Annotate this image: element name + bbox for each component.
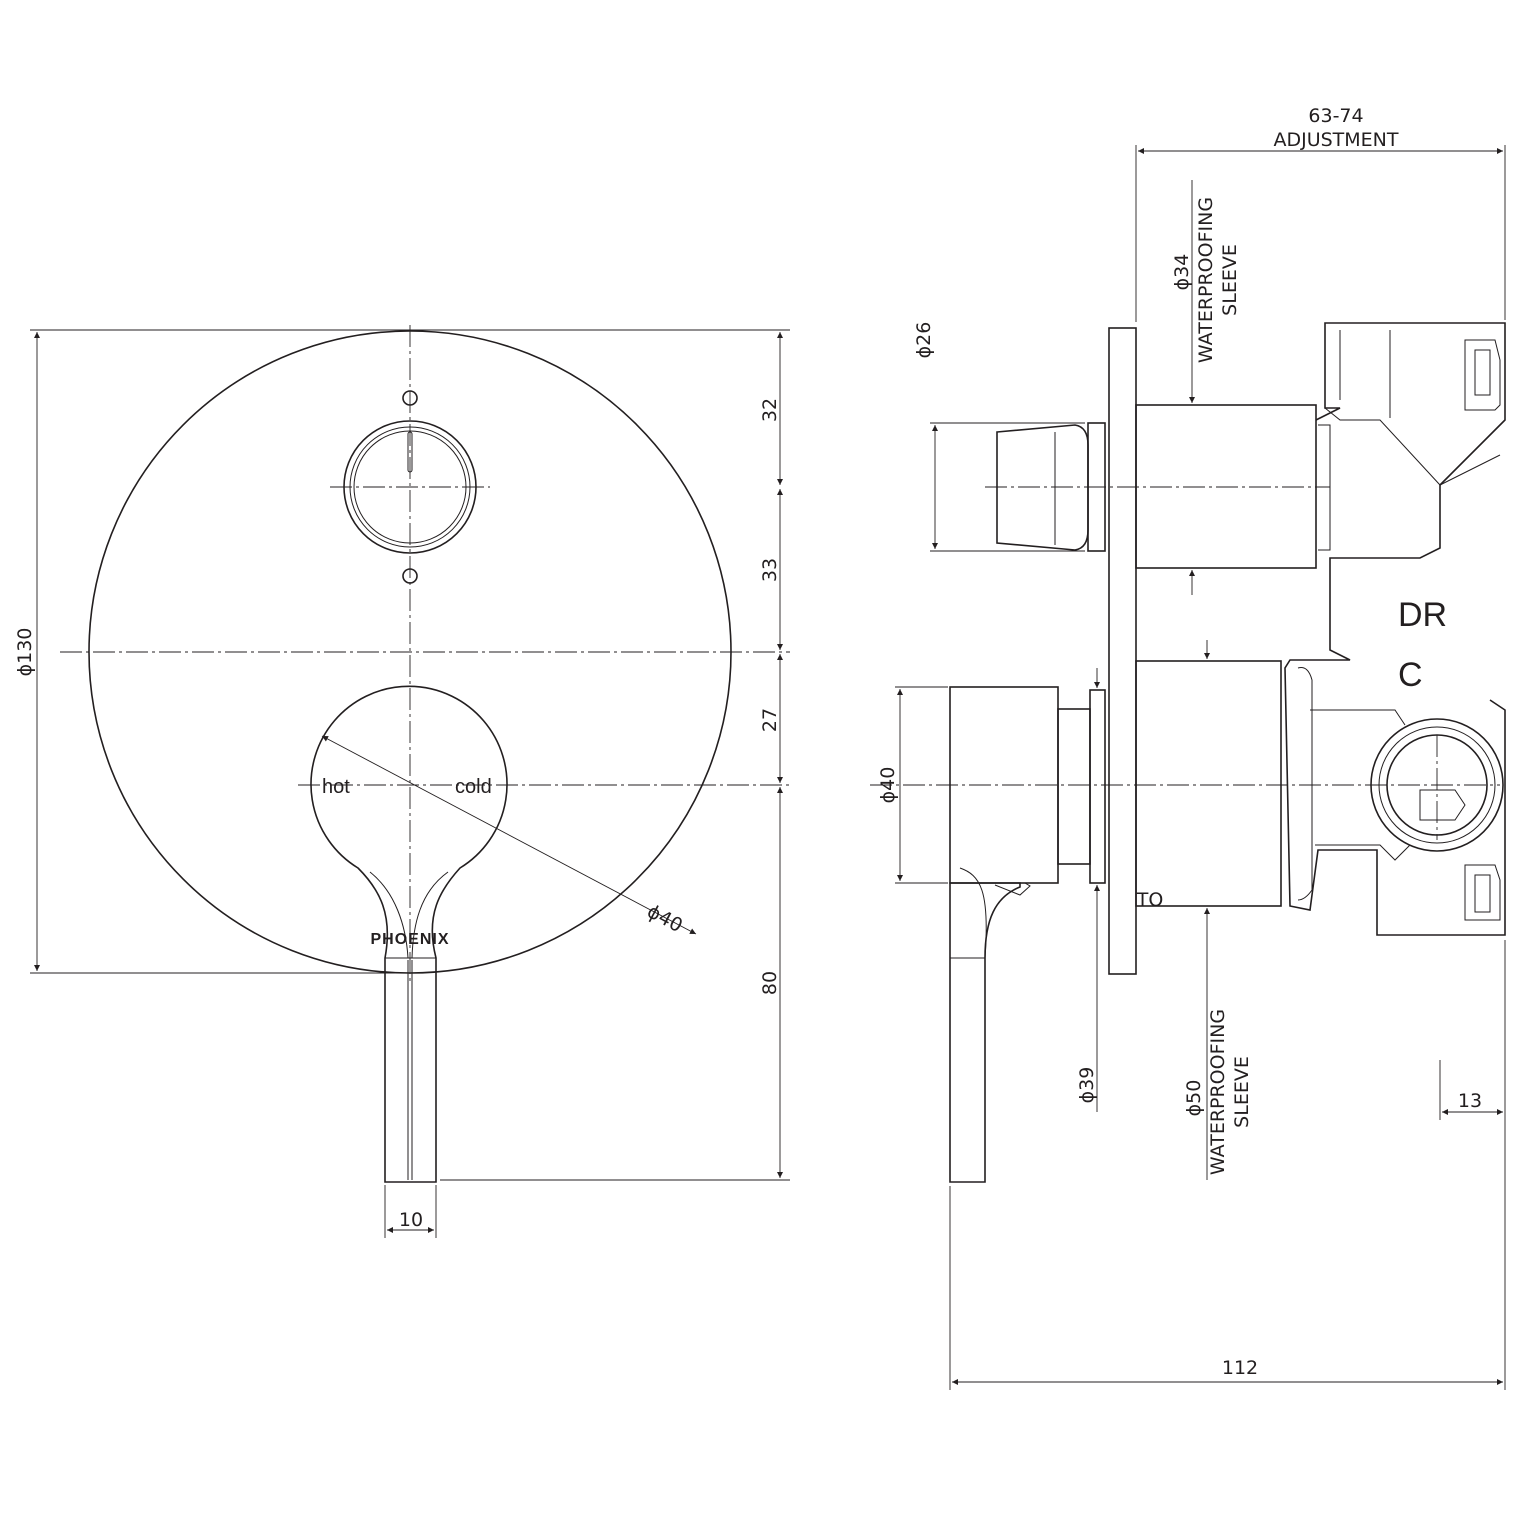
dim-39: ϕ39 <box>1076 1067 1098 1104</box>
dim-adjustment-value: 63-74 <box>1308 105 1363 127</box>
dim-sleeve-50-line2: SLEEVE <box>1231 1056 1253 1128</box>
dim-sleeve-34-line2: SLEEVE <box>1219 244 1241 316</box>
dim-handle-diameter-side: ϕ40 <box>877 767 899 804</box>
outlet-port <box>1370 718 1504 852</box>
dim-handle-diameter: ϕ40 <box>643 900 686 937</box>
handle-spindle <box>1057 708 1091 865</box>
dim-lever-width: 10 <box>399 1209 423 1231</box>
dim-sleeve-34-diameter: ϕ34 <box>1171 254 1193 291</box>
dim-33: 33 <box>759 558 781 582</box>
cold-label: cold <box>455 776 492 798</box>
indicator-dot-bottom <box>402 568 418 584</box>
indicator-dot-top <box>402 390 418 406</box>
valve-body: DR C <box>1284 322 1506 936</box>
body-mark-dr: DR <box>1398 596 1447 634</box>
diverter-knob <box>343 390 477 584</box>
dim-32: 32 <box>759 398 781 422</box>
cover-plate <box>88 330 732 974</box>
dim-sleeve-34-line1: WATERPROOFING <box>1195 197 1217 363</box>
small-mark: TO <box>1136 889 1164 911</box>
dim-adjustment-label: ADJUSTMENT <box>1273 129 1398 151</box>
diverter-knob-side <box>996 422 1106 552</box>
dim-plate-diameter: ϕ130 <box>14 628 36 677</box>
upper-sleeve <box>1135 404 1317 569</box>
handle-flange <box>1089 689 1106 884</box>
front-view: hot cold PHOENIX ϕ130 32 33 27 80 10 ϕ40 <box>14 325 790 1238</box>
dim-27: 27 <box>759 708 781 732</box>
lower-sleeve <box>1135 660 1282 907</box>
diverter-indicator-mark <box>407 431 413 473</box>
dim-diverter-diameter: ϕ26 <box>913 322 935 359</box>
side-view: TO <box>870 105 1506 1390</box>
dim-sleeve-50-diameter: ϕ50 <box>1183 1080 1205 1117</box>
body-mark-c: C <box>1398 656 1423 694</box>
dim-line-handle-diameter <box>321 735 697 935</box>
dim-13: 13 <box>1458 1090 1482 1112</box>
brand-logo: PHOENIX <box>370 931 449 948</box>
dim-sleeve-50-line1: WATERPROOFING <box>1207 1009 1229 1175</box>
dim-80: 80 <box>759 971 781 995</box>
dim-overall-depth: 112 <box>1222 1357 1258 1379</box>
wall-plate <box>1108 327 1137 975</box>
diverter-spindle-base <box>1087 422 1106 552</box>
mixer-handle-side <box>949 686 1106 1183</box>
hot-label: hot <box>322 776 350 798</box>
mixer-handle: hot cold PHOENIX <box>310 685 508 1183</box>
